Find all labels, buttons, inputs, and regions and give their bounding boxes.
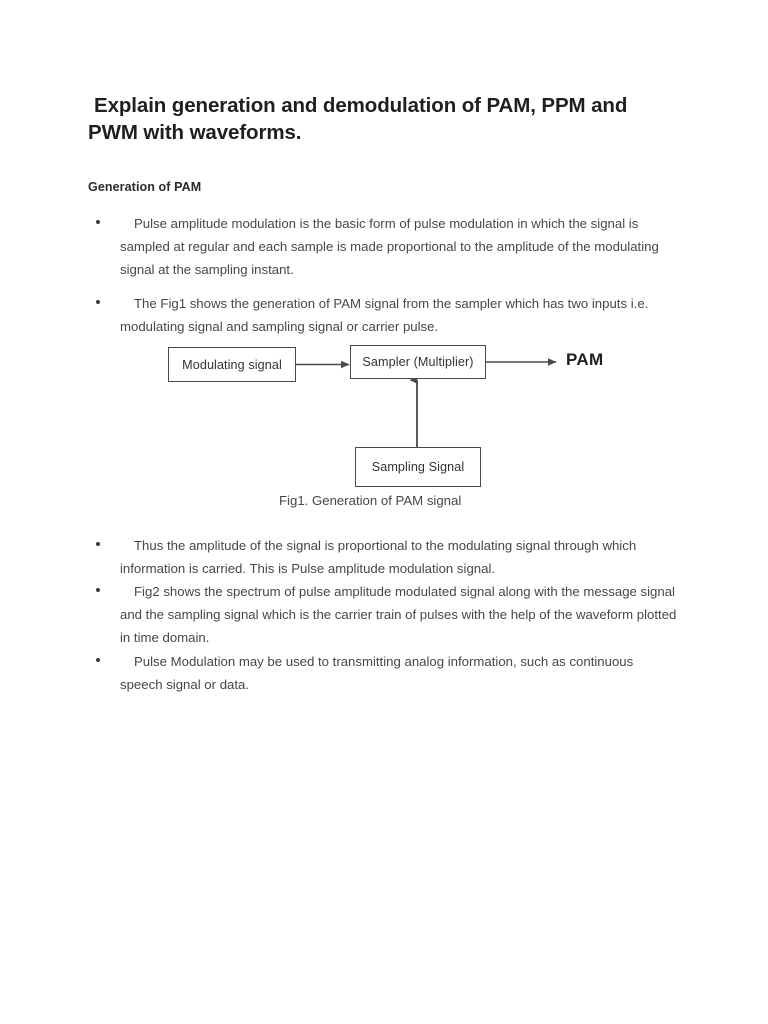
bullet-dot-icon [96, 658, 100, 662]
list-item-text: The Fig1 shows the generation of PAM sig… [120, 296, 649, 334]
list-item-text: Pulse Modulation may be used to transmit… [120, 654, 634, 692]
bullet-dot-icon [96, 300, 100, 304]
diagram-block-label: Sampling Signal [371, 460, 465, 474]
diagram-block-label: Modulating signal [182, 357, 282, 372]
bullet-dot-icon [96, 588, 100, 592]
diagram-block-sampler: Sampler (Multiplier) [350, 345, 486, 379]
list-item: The Fig1 shows the generation of PAM sig… [96, 292, 676, 338]
list-item: Fig2 shows the spectrum of pulse amplitu… [96, 580, 680, 649]
list-item: Thus the amplitude of the signal is prop… [96, 534, 676, 580]
diagram-block-modulating-signal: Modulating signal [168, 347, 296, 382]
page-title: Explain generation and demodulation of P… [88, 92, 678, 147]
list-item-text: Thus the amplitude of the signal is prop… [120, 538, 637, 576]
diagram-output-label-pam: PAM [566, 350, 604, 369]
list-item: Pulse amplitude modulation is the basic … [96, 212, 682, 281]
list-item: Pulse Modulation may be used to transmit… [96, 650, 666, 696]
figure-caption: Fig1. Generation of PAM signal [279, 493, 462, 508]
diagram-block-label: Sampler (Multiplier) [362, 355, 474, 369]
section-heading-generation-of-pam: Generation of PAM [88, 180, 202, 194]
page-title-line-2: PWM with waveforms. [88, 121, 302, 145]
diagram-block-sampling-signal: Sampling Signal [355, 447, 481, 487]
bullet-dot-icon [96, 542, 100, 546]
page-title-line-1: Explain generation and demodulation of P… [94, 94, 628, 117]
bullet-dot-icon [96, 220, 100, 224]
list-item-text: Pulse amplitude modulation is the basic … [120, 216, 659, 277]
list-item-text: Fig2 shows the spectrum of pulse amplitu… [120, 584, 677, 645]
